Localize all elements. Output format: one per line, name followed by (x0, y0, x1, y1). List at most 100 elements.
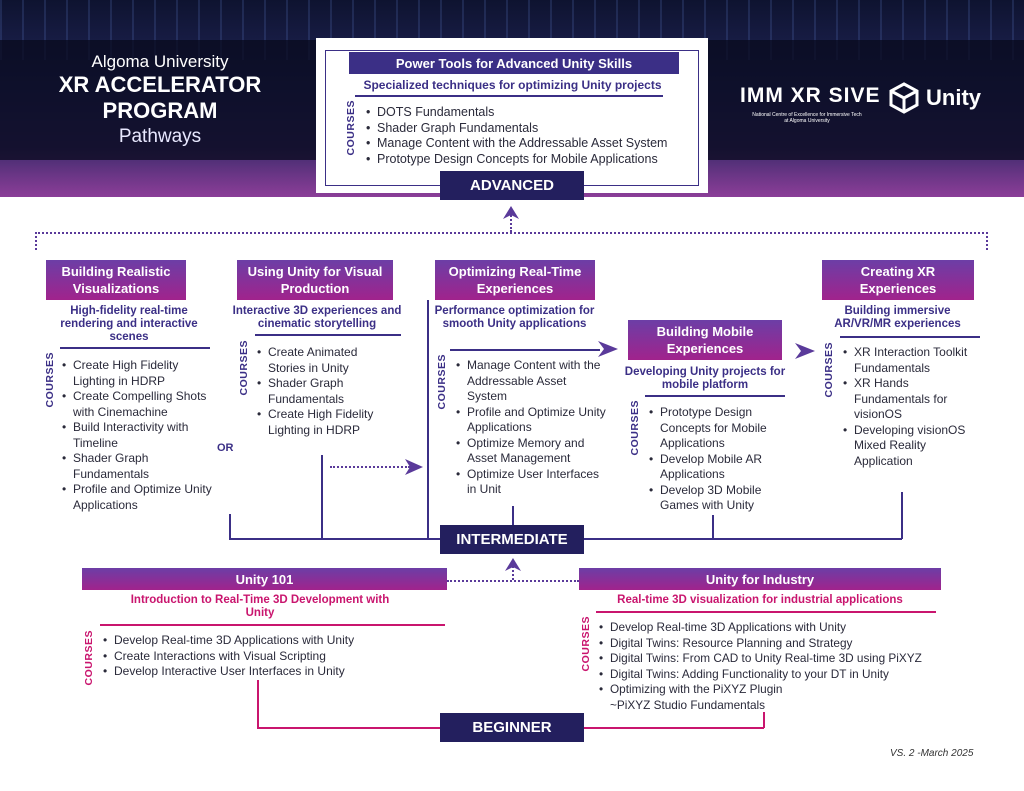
list-item: Create Interactions with Visual Scriptin… (103, 649, 433, 665)
list-item: Optimize User Interfaces in Unit (456, 467, 606, 498)
courses-label: COURSES (44, 352, 56, 408)
track-divider (450, 349, 600, 351)
list-item: Shader Graph Fundamentals (366, 121, 696, 137)
or-label: OR (217, 442, 234, 454)
courses-label: COURSES (238, 340, 250, 396)
track-divider (255, 334, 401, 336)
list-item: Create High Fidelity Lighting in HDRP (257, 407, 397, 438)
list-item: Digital Twins: Adding Functionality to y… (599, 667, 944, 683)
connector-line (712, 515, 714, 539)
list-item: Develop 3D Mobile Games with Unity (649, 483, 789, 514)
connector-line (229, 538, 441, 540)
list-item: XR Interaction Toolkit Fundamentals (843, 345, 973, 376)
beginner-bracket (447, 580, 579, 582)
up-arrow-icon (505, 558, 521, 571)
track-subtitle: Interactive 3D experiences and cinematic… (232, 305, 402, 330)
courses-label: COURSES (580, 616, 592, 672)
unity-cube-icon (888, 82, 920, 114)
course-list: Manage Content with the Addressable Asse… (456, 358, 606, 498)
intermediate-level-badge: INTERMEDIATE (440, 525, 584, 554)
track-title-realistic-visualizations: Building Realistic Visualizations (46, 260, 186, 300)
beginner-level-badge: BEGINNER (440, 713, 584, 742)
right-arrow-icon (795, 343, 815, 359)
connector-line (512, 506, 514, 528)
list-item: Profile and Optimize Unity Applications (456, 405, 606, 436)
advanced-connector (510, 212, 512, 232)
brand-block: Algoma University XR ACCELERATOR PROGRAM… (30, 52, 290, 148)
connector-line (584, 538, 902, 540)
advanced-track-title: Power Tools for Advanced Unity Skills (349, 52, 679, 74)
connector-line (901, 492, 903, 539)
pathways-label: Pathways (118, 126, 202, 147)
immersive-logo: IMM XR SIVE (740, 84, 881, 107)
connector-line (427, 300, 429, 539)
list-item: Profile and Optimize Unity Applications (62, 482, 222, 513)
list-item: Shader Graph Fundamentals (257, 376, 397, 407)
list-item: Developing visionOS Mixed Reality Applic… (843, 423, 973, 470)
course-list: Develop Real-time 3D Applications with U… (599, 620, 944, 713)
advanced-track-subtitle: Specialized techniques for optimizing Un… (363, 78, 662, 92)
hero-shade-right (708, 40, 1024, 160)
course-list: Develop Real-time 3D Applications with U… (103, 633, 433, 680)
connector-line (229, 514, 231, 539)
university-name: Algoma University (91, 52, 229, 71)
program-title-line1: XR ACCELERATOR (58, 72, 262, 97)
track-subtitle: High-fidelity real-time rendering and in… (60, 305, 198, 343)
track-title-unity-industry: Unity for Industry (579, 568, 941, 590)
list-item: Create High Fidelity Lighting in HDRP (62, 358, 222, 389)
course-list: Create High Fidelity Lighting in HDRP Cr… (62, 358, 222, 513)
right-arrow-icon (598, 341, 618, 357)
bracket-left-end (35, 232, 37, 250)
up-arrow-icon (503, 206, 519, 219)
advanced-divider (355, 95, 663, 97)
track-subtitle: Performance optimization for smooth Unit… (434, 305, 595, 330)
list-item: Build Interactivity with Timeline (62, 420, 222, 451)
list-item: Digital Twins: From CAD to Unity Real-ti… (599, 651, 944, 667)
immersive-logo-subtitle: National Centre of Excellence for Immers… (752, 112, 862, 124)
list-item: Develop Real-time 3D Applications with U… (599, 620, 944, 636)
course-list: Create Animated Stories in Unity Shader … (257, 345, 397, 438)
list-item: Manage Content with the Addressable Asse… (366, 136, 696, 152)
list-item: Prototype Design Concepts for Mobile App… (649, 405, 789, 452)
version-label: VS. 2 -March 2025 (890, 748, 974, 759)
connector-line (321, 455, 323, 539)
track-divider (840, 336, 980, 338)
list-item: Create Compelling Shots with Cinemachine (62, 389, 222, 420)
courses-label: COURSES (83, 630, 95, 686)
list-item: Optimize Memory and Asset Management (456, 436, 606, 467)
list-item: Develop Mobile AR Applications (649, 452, 789, 483)
course-list: Prototype Design Concepts for Mobile App… (649, 405, 789, 514)
track-subtitle: Real-time 3D visualization for industria… (617, 594, 903, 606)
list-item: Develop Real-time 3D Applications with U… (103, 633, 433, 649)
track-subtitle: Building immersive AR/VR/MR experiences (834, 305, 961, 330)
list-item: Prototype Design Concepts for Mobile App… (366, 152, 696, 168)
track-title-optimizing: Optimizing Real-Time Experiences (435, 260, 595, 300)
list-item: XR Hands Fundamentals for visionOS (843, 376, 973, 423)
advanced-courses-label: COURSES (345, 100, 357, 156)
list-item: Shader Graph Fundamentals (62, 451, 222, 482)
connector-line (584, 727, 764, 729)
advanced-level-badge: ADVANCED (440, 171, 584, 200)
connector-line (763, 712, 765, 728)
track-divider (100, 624, 445, 626)
flow-connector (330, 466, 410, 468)
connector-line (257, 727, 441, 729)
hero-shade-left (0, 40, 318, 160)
course-list: XR Interaction Toolkit Fundamentals XR H… (843, 345, 973, 469)
bracket-right-end (986, 232, 988, 250)
courses-label: COURSES (436, 354, 448, 410)
list-item: Create Animated Stories in Unity (257, 345, 397, 376)
unity-wordmark: Unity (926, 85, 981, 110)
track-subtitle: Developing Unity projects for mobile pla… (624, 366, 786, 391)
track-title-visual-production: Using Unity for Visual Production (237, 260, 393, 300)
list-item: Digital Twins: Resource Planning and Str… (599, 636, 944, 652)
beginner-connector (512, 566, 514, 580)
track-divider (596, 611, 936, 613)
track-title-unity-101: Unity 101 (82, 568, 447, 590)
intermediate-bracket (35, 232, 988, 234)
track-title-xr: Creating XR Experiences (822, 260, 974, 300)
connector-line (257, 680, 259, 728)
courses-label: COURSES (629, 400, 641, 456)
track-divider (60, 347, 210, 349)
list-item: Develop Interactive User Interfaces in U… (103, 664, 433, 680)
